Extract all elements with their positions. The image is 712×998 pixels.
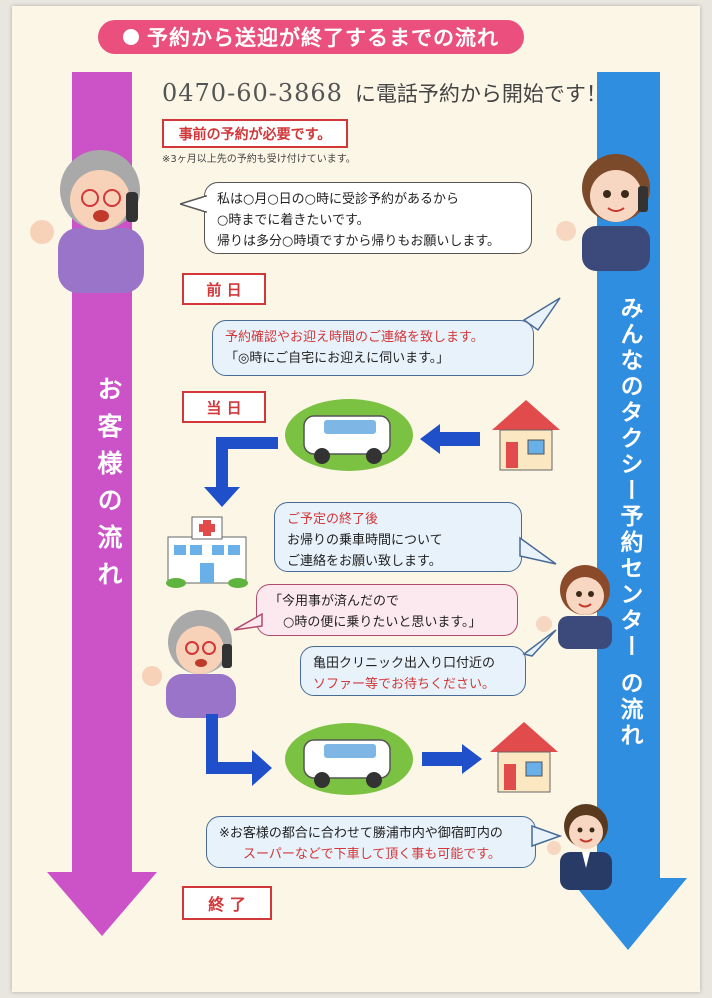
grandma-phone-icon: [30, 150, 144, 293]
same-day-label: 当 日: [182, 391, 266, 423]
taxi-van-icon: [285, 723, 413, 795]
bubble1-line: 私は○月○日の○時に受診予約があるから: [217, 192, 460, 207]
bullet-dot-icon: [123, 29, 139, 45]
phone-line: 0470-60-3868 に電話予約から開始です！: [162, 78, 607, 108]
day-before-label: 前 日: [182, 273, 266, 305]
operator-woman-icon: [556, 154, 650, 271]
operator-woman-icon: [536, 565, 612, 649]
operator-man-icon: [547, 804, 612, 890]
return-contact-bubble: ご予定の終了後 お帰りの乗車時間について ご連絡をお願い致します。: [274, 502, 522, 572]
bubble-tail: [234, 612, 263, 631]
bubble3-line: お帰りの乗車時間について: [287, 533, 443, 548]
bubble6-line: スーパーなどで下車して頂く事も可能です。: [243, 847, 501, 862]
bubble-tail: [531, 824, 562, 848]
dropoff-note-bubble: ※お客様の都合に合わせて勝浦市内や御宿町内の スーパーなどで下車して頂く事も可能…: [206, 816, 536, 868]
to-clinic-arrow-icon: [204, 437, 278, 507]
to-home-arrow-icon: [206, 714, 272, 786]
bubble1-line: 帰りは多分○時頃ですから帰りもお願いします。: [217, 234, 501, 249]
page-title: 予約から送迎が終了するまでの流れ: [147, 26, 499, 50]
hospital-icon: [166, 516, 248, 588]
grandma-phone-icon: [142, 610, 236, 718]
bubble3-line: ご連絡をお願い致します。: [287, 554, 442, 569]
customer-ready-bubble: 「今用事が済んだので ○時の便に乗りたいと思います。」: [256, 584, 518, 636]
bubble4-line: 「今用事が済んだので: [269, 594, 400, 609]
poster: お客様の流れ みんなのタクシー予約センター の流れ 予約から送迎が終了するまでの…: [12, 6, 700, 992]
bubble-tail: [522, 297, 561, 332]
customer-request-bubble: 私は○月○日の○時に受診予約があるから ○時までに着きたいです。 帰りは多分○時…: [204, 182, 532, 254]
center-flow-label: みんなのタクシー予約センター の流れ: [616, 296, 642, 750]
house-icon: [492, 400, 560, 471]
waiting-place-bubble: 亀田クリニック出入り口付近の ソファー等でお待ちください。: [300, 646, 526, 696]
advance-label: 事前の予約が必要です。: [162, 119, 348, 148]
bubble6-line: ※お客様の都合に合わせて勝浦市内や御宿町内の: [219, 826, 503, 841]
house-icon: [490, 722, 558, 793]
bubble-tail: [522, 629, 557, 657]
title-banner: 予約から送迎が終了するまでの流れ: [98, 20, 524, 54]
bubble2-line: 「◎時にご自宅にお迎えに伺います。」: [225, 351, 450, 366]
customer-flow-label: お客様の流れ: [94, 376, 123, 598]
bubble5-line: ソファー等でお待ちください。: [313, 677, 496, 692]
center-flow-arrow: [569, 72, 687, 950]
end-label: 終 了: [182, 886, 272, 920]
confirmation-bubble: 予約確認やお迎え時間のご連絡を致します。 「◎時にご自宅にお迎えに伺います。」: [212, 320, 534, 376]
advance-note: ※3ヶ月以上先の予約も受け付けています。: [162, 154, 356, 165]
taxi-van-icon: [285, 399, 413, 471]
phone-text: に電話予約から開始です！: [354, 82, 607, 106]
bubble5-line: 亀田クリニック出入り口付近の: [313, 656, 496, 671]
bubble4-line: ○時の便に乗りたいと思います。」: [283, 615, 482, 630]
phone-number: 0470-60-3868: [162, 79, 343, 107]
bubble3-line: ご予定の終了後: [287, 512, 379, 527]
bubble-tail: [519, 536, 557, 565]
pickup-arrow-icon: [420, 424, 480, 454]
bubble1-line: ○時までに着きたいです。: [217, 213, 370, 228]
bubble-tail: [180, 194, 208, 214]
bubble2-line: 予約確認やお迎え時間のご連絡を致します。: [225, 330, 484, 345]
dropoff-arrow-icon: [422, 744, 482, 774]
